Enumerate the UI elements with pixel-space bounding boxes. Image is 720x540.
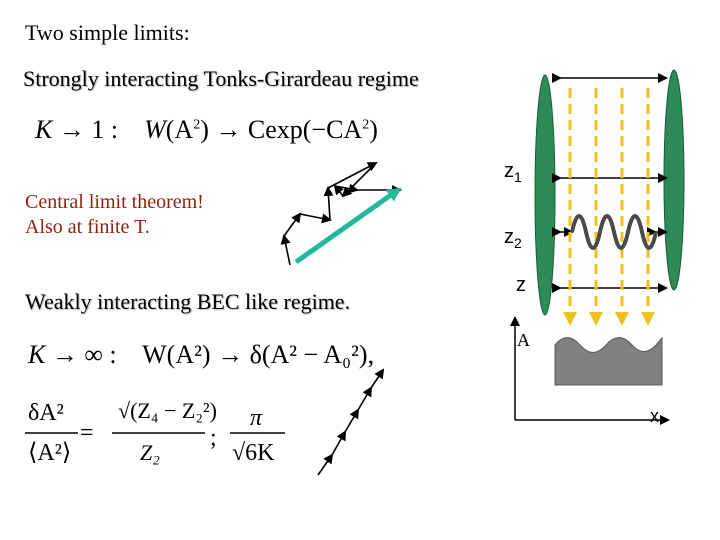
- wave: [570, 214, 658, 250]
- exp-sup: 2: [362, 117, 370, 133]
- separator: ;: [210, 425, 217, 451]
- W-symbol: W: [144, 115, 166, 144]
- weak-regime-heading: Weakly interacting BEC like regime.: [25, 289, 351, 314]
- random-walk: [280, 162, 402, 266]
- strong-regime-heading: Strongly interacting Tonks-Girardeau reg…: [23, 66, 419, 91]
- z2-label: z2: [504, 226, 522, 251]
- double-arrows: [552, 73, 668, 293]
- x-axis-label: x: [650, 406, 659, 426]
- W-delta: W(A²) → δ(A² − A₀²),: [142, 340, 375, 369]
- W-close: ): [200, 115, 209, 144]
- lhs-numerator: δA²: [28, 400, 64, 426]
- resultant-arrow: [294, 187, 402, 265]
- central-limit-text: Central limit theorem! Also at finite T.: [25, 191, 204, 238]
- rhs-numerator: √(Z₄ − Z₂²): [118, 398, 217, 423]
- density-profile: [554, 336, 663, 386]
- exp-close: ): [369, 115, 378, 144]
- left-ellipse: [534, 74, 556, 316]
- pi-denominator: √6K: [232, 440, 275, 466]
- A-axis-label: A: [517, 330, 530, 350]
- equals-sign: =: [80, 420, 94, 446]
- pi-numerator: π: [250, 405, 263, 431]
- aligned-walk: [317, 368, 385, 476]
- arrow-infinity: → ∞ :: [51, 340, 117, 369]
- W-arg: (A: [165, 115, 194, 144]
- W-arg-sup: 2: [193, 117, 201, 133]
- K-symbol-weak: K: [28, 340, 46, 369]
- z1-label: z1: [504, 160, 522, 185]
- exp-term: exp(−CA: [265, 115, 363, 144]
- strong-regime-formula: K → 1 : W(A2) → Cexp(−CA2): [35, 115, 378, 145]
- slide-title: Two simple limits:: [25, 20, 190, 45]
- dashed-arrows: [563, 88, 655, 326]
- right-ellipse: [663, 69, 685, 291]
- arrow-C: → C: [215, 115, 266, 144]
- z-label: z: [516, 274, 526, 296]
- lhs-denominator: ⟨A²⟩: [28, 440, 72, 466]
- rhs-denominator: Z₂: [140, 440, 160, 465]
- weak-regime-formula: K → ∞ : W(A²) → δ(A² − A₀²),: [28, 340, 374, 370]
- arrow-one: → 1 :: [58, 115, 119, 144]
- K-symbol: K: [35, 115, 53, 144]
